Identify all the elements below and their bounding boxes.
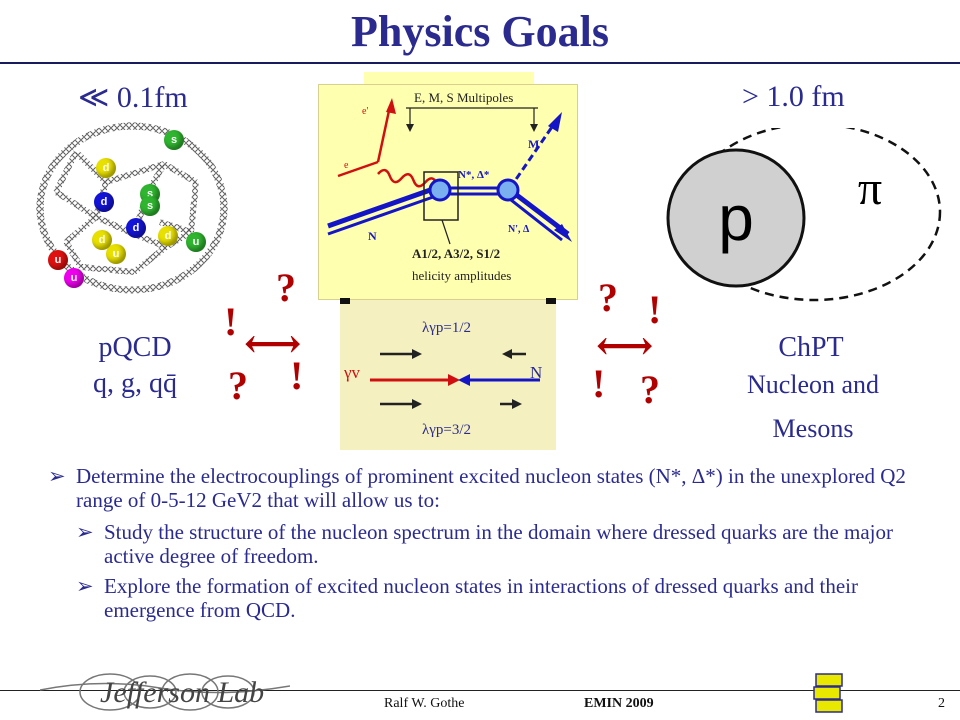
left-scale-label: ≪ 0.1fm xyxy=(78,81,188,114)
gamma-virtual-label: γv xyxy=(343,363,361,382)
nucleon-right-label: N xyxy=(530,363,542,382)
clas-logo-icon xyxy=(813,673,843,713)
quark-u-10: u xyxy=(48,250,68,270)
helicity-label: helicity amplitudes xyxy=(412,268,511,283)
amplitudes-label: A1/2, A3/2, S1/2 xyxy=(412,246,500,261)
chpt-label: ChPT xyxy=(778,332,844,363)
bullet-list: ➢ Determine the electrocouplings of prom… xyxy=(48,464,928,628)
jefferson-lab-logo: Jefferson Lab xyxy=(40,673,290,711)
e-prime-label: e' xyxy=(362,106,368,117)
helicity-sketch: λγp=1/2 γv N λγp=3/2 xyxy=(343,320,542,438)
pion-label: π xyxy=(858,162,882,215)
question-mark: ? xyxy=(228,363,248,408)
panel-corner-left xyxy=(340,298,350,304)
quark-u-11: u xyxy=(64,268,84,288)
question-mark: ? xyxy=(640,367,660,412)
nucleon-label: N xyxy=(368,229,377,243)
bullet-sub-2: ➢ Explore the formation of excited nucle… xyxy=(48,574,928,622)
lambda-threehalf-label: λγp=3/2 xyxy=(422,422,471,438)
panel-top-strip xyxy=(364,72,534,86)
quark-u-8: u xyxy=(106,244,126,264)
quark-s-4: s xyxy=(140,196,160,216)
page-title: Physics Goals xyxy=(351,7,609,56)
exclamation-mark: ! xyxy=(224,299,238,344)
exclamation-mark: ! xyxy=(290,353,304,398)
exclamation-mark: ! xyxy=(648,287,662,332)
pqcd-label: pQCD xyxy=(98,332,172,363)
chpt-sub-label-1: Nucleon and xyxy=(746,370,880,399)
bullet-main: ➢ Determine the electrocouplings of prom… xyxy=(48,464,928,512)
meson-label: M xyxy=(528,137,539,151)
bullet-sub-2-text: Explore the formation of excited nucleon… xyxy=(104,574,859,622)
quark-s-0: s xyxy=(164,130,184,150)
e-label: e xyxy=(344,160,349,171)
question-mark: ? xyxy=(276,265,296,310)
bullet-sub-1-text: Study the structure of the nucleon spect… xyxy=(104,520,894,568)
chpt-sub-label-2: Mesons xyxy=(772,414,854,443)
footer-event: EMIN 2009 xyxy=(584,696,654,711)
quark-d-9: d xyxy=(92,230,112,250)
right-scale-label: > 1.0 fm xyxy=(742,80,845,113)
pion-cloud-diagram: p π xyxy=(666,128,942,302)
quark-d-3: d xyxy=(94,192,114,212)
footer-author: Ralf W. Gothe xyxy=(384,696,465,711)
bullet-arrow-icon: ➢ xyxy=(76,520,94,544)
logo-text: Jefferson Lab xyxy=(100,676,264,709)
bullet-arrow-icon: ➢ xyxy=(48,464,66,488)
double-arrow-icon: ⟷ xyxy=(244,321,302,366)
feynman-diagram: E, M, S Multipoles e' e M N N*, Δ* N', Δ… xyxy=(327,90,572,283)
quark-d-5: d xyxy=(126,218,146,238)
quark-gluon-diagram xyxy=(36,122,228,294)
proton-label: p xyxy=(718,182,754,254)
title-rule xyxy=(0,62,960,64)
quark-u-7: u xyxy=(186,232,206,252)
exclamation-mark: ! xyxy=(592,361,606,406)
bullet-sub-1: ➢ Study the structure of the nucleon spe… xyxy=(48,520,928,568)
page-number: 2 xyxy=(938,696,945,711)
resonance-label: N*, Δ* xyxy=(458,169,490,181)
lambda-half-label: λγp=1/2 xyxy=(422,320,471,336)
panel-corner-right xyxy=(546,298,556,304)
quark-d-6: d xyxy=(158,226,178,246)
quark-d-1: d xyxy=(96,158,116,178)
footer-rule xyxy=(0,690,960,691)
bullet-main-text: Determine the electrocouplings of promin… xyxy=(76,464,906,512)
double-arrow-icon: ⟷ xyxy=(596,323,654,368)
pqcd-sub-label: q, g, qq̄ xyxy=(93,368,177,399)
bullet-arrow-icon: ➢ xyxy=(76,574,94,598)
multipoles-label: E, M, S Multipoles xyxy=(414,90,513,105)
question-mark: ? xyxy=(598,275,618,320)
final-nucleon-label: N', Δ xyxy=(508,224,530,235)
